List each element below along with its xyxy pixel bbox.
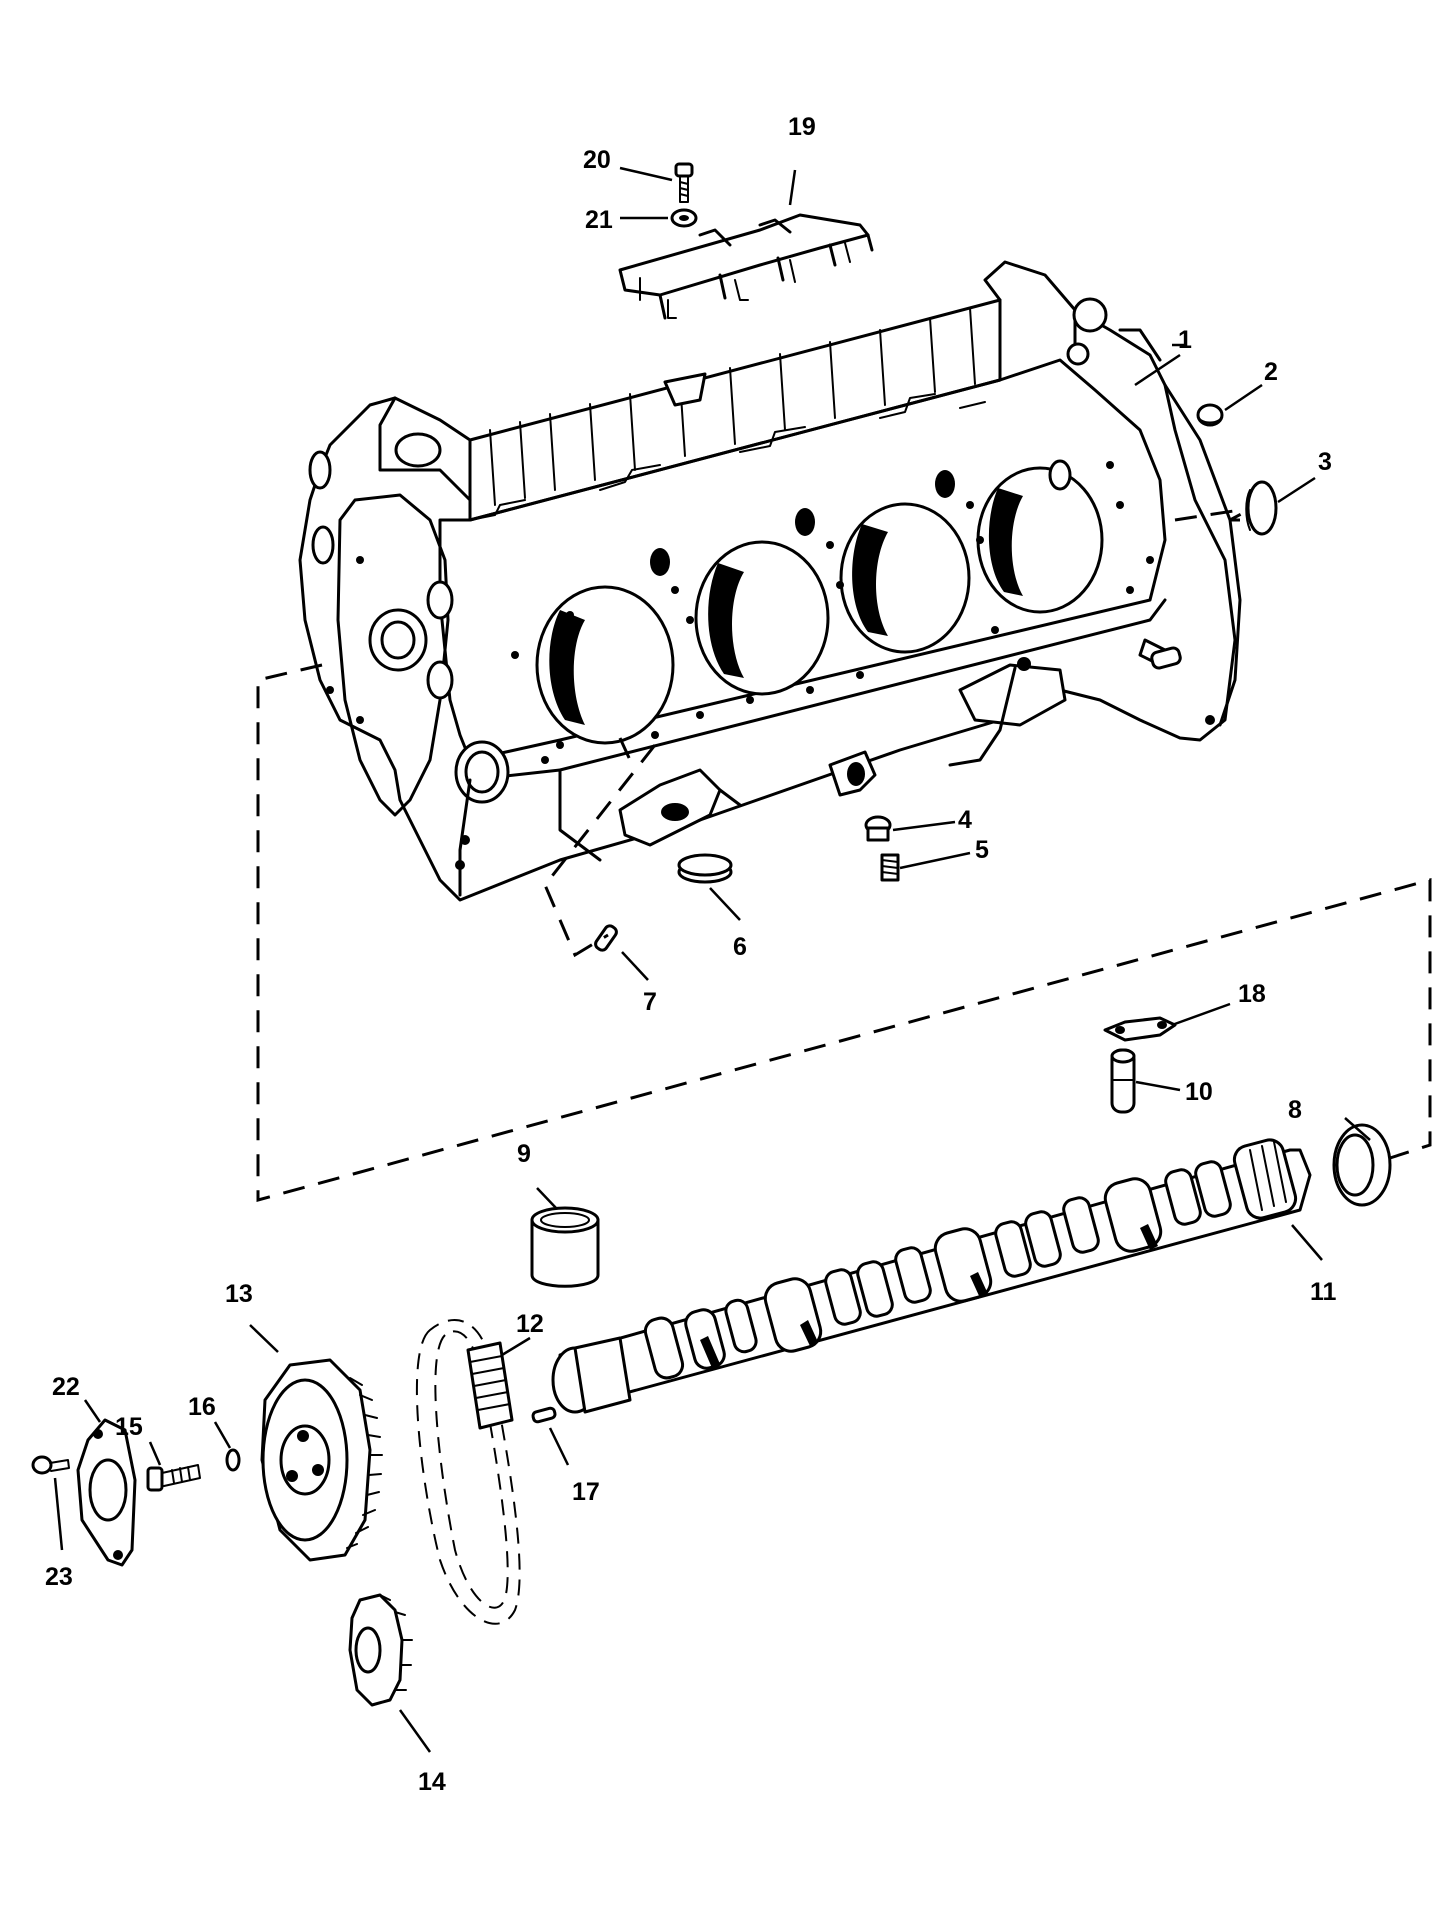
callout-1: 1 xyxy=(1178,326,1192,354)
cylinder-bores xyxy=(535,466,1104,745)
thrust-plate-22 xyxy=(76,1418,137,1567)
cam-bearing-8 xyxy=(1332,1123,1392,1207)
callout-3: 3 xyxy=(1318,448,1332,476)
washer-21 xyxy=(670,208,698,228)
callout-23: 23 xyxy=(45,1563,73,1591)
callout-20: 20 xyxy=(583,146,611,174)
callout-2: 2 xyxy=(1264,358,1278,386)
bearing-6 xyxy=(677,853,733,884)
callout-22: 22 xyxy=(52,1373,80,1401)
retainer-18 xyxy=(1103,1016,1177,1042)
dowel-pin-17 xyxy=(531,1406,557,1424)
plug-5 xyxy=(880,853,900,882)
plug-2 xyxy=(1196,403,1224,427)
callout-11: 11 xyxy=(1310,1278,1337,1306)
callout-7: 7 xyxy=(643,988,657,1016)
callout-13: 13 xyxy=(225,1280,253,1308)
callout-16: 16 xyxy=(188,1393,216,1421)
callout-19: 19 xyxy=(788,113,816,141)
bolt-15 xyxy=(146,1464,201,1492)
callout-8: 8 xyxy=(1288,1096,1302,1124)
callout-6: 6 xyxy=(733,933,747,961)
hydraulic-lifter-10 xyxy=(1110,1048,1136,1114)
callout-10: 10 xyxy=(1185,1078,1213,1106)
screw-23 xyxy=(31,1455,70,1475)
timing-chain-12 xyxy=(415,1319,521,1625)
callout-17: 17 xyxy=(572,1478,600,1506)
head-bolt-holes xyxy=(511,461,1154,764)
bolt-20 xyxy=(674,162,694,203)
camshaft-11 xyxy=(551,1138,1312,1414)
drain-plug-4 xyxy=(864,815,892,842)
callout-18: 18 xyxy=(1238,980,1266,1008)
cylinder-block xyxy=(298,260,1242,902)
lifter-guide-retainer xyxy=(618,213,874,320)
leader-lines xyxy=(53,166,1371,1753)
cam-sprocket-13 xyxy=(260,1358,383,1562)
callout-15: 15 xyxy=(115,1413,143,1441)
callout-9: 9 xyxy=(517,1140,531,1168)
callout-12: 12 xyxy=(516,1310,544,1338)
callout-labels: 1 2 3 4 5 6 7 8 9 10 11 12 13 14 15 16 1… xyxy=(45,113,1337,1796)
callout-14: 14 xyxy=(418,1768,446,1796)
expansion-plug-3 xyxy=(1245,480,1278,536)
callout-21: 21 xyxy=(585,206,613,234)
assembly-dashed-lines xyxy=(256,508,1432,1202)
callout-4: 4 xyxy=(958,806,972,834)
cam-bearing-9 xyxy=(530,1206,600,1288)
dowel-pin-7 xyxy=(594,924,618,952)
callout-5: 5 xyxy=(975,836,989,864)
crank-sprocket-14 xyxy=(348,1593,413,1707)
washer-16 xyxy=(225,1448,241,1472)
